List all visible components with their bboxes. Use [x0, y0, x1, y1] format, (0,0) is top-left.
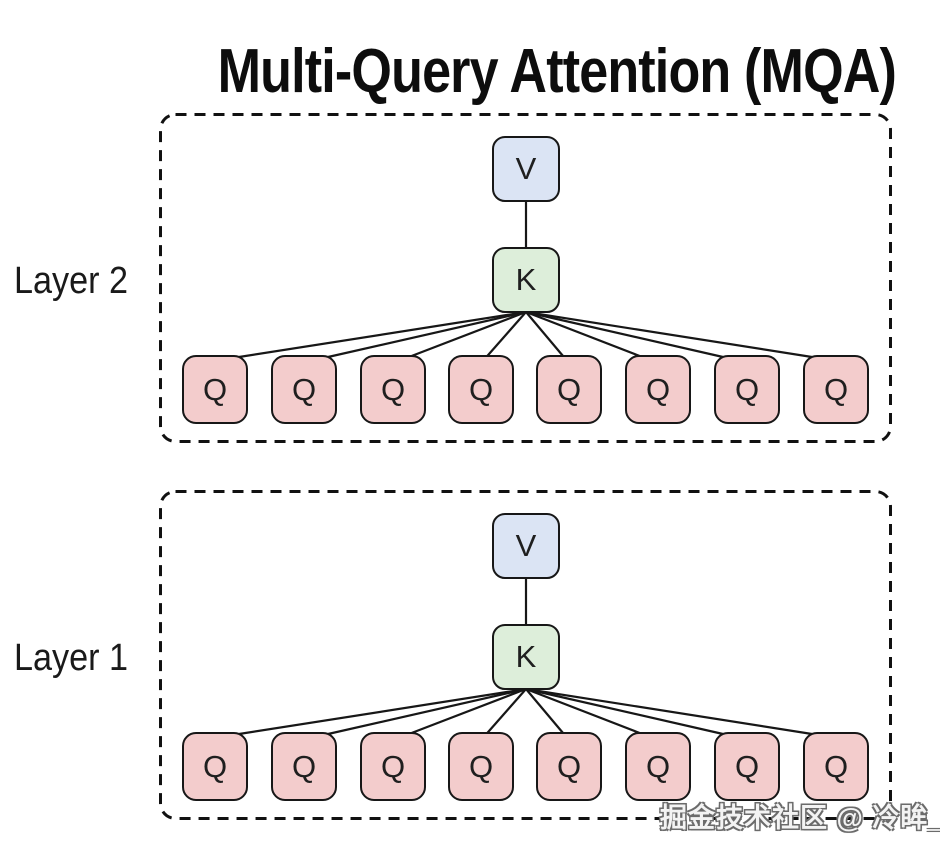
query-node: Q: [271, 732, 337, 801]
key-node: K: [492, 624, 560, 690]
query-node: Q: [803, 732, 869, 801]
query-node: Q: [536, 732, 602, 801]
diagram-title: Multi-Query Attention (MQA): [217, 37, 897, 106]
query-node: Q: [360, 355, 426, 424]
query-node: Q: [714, 732, 780, 801]
query-node: Q: [803, 355, 869, 424]
layer-2-label: Layer 2: [14, 260, 129, 302]
query-node: Q: [182, 355, 248, 424]
query-node: Q: [448, 732, 514, 801]
query-node: Q: [182, 732, 248, 801]
connector-lines: [159, 113, 892, 443]
query-node: Q: [714, 355, 780, 424]
value-node: V: [492, 136, 560, 202]
query-node: Q: [625, 732, 691, 801]
watermark: 掘金技术社区 @ 冷眸_: [660, 803, 940, 833]
query-node: Q: [271, 355, 337, 424]
query-node: Q: [360, 732, 426, 801]
connector-lines: [159, 490, 892, 820]
query-node: Q: [625, 355, 691, 424]
query-node: Q: [448, 355, 514, 424]
value-node: V: [492, 513, 560, 579]
key-node: K: [492, 247, 560, 313]
layer-1-label: Layer 1: [14, 637, 129, 679]
query-node: Q: [536, 355, 602, 424]
